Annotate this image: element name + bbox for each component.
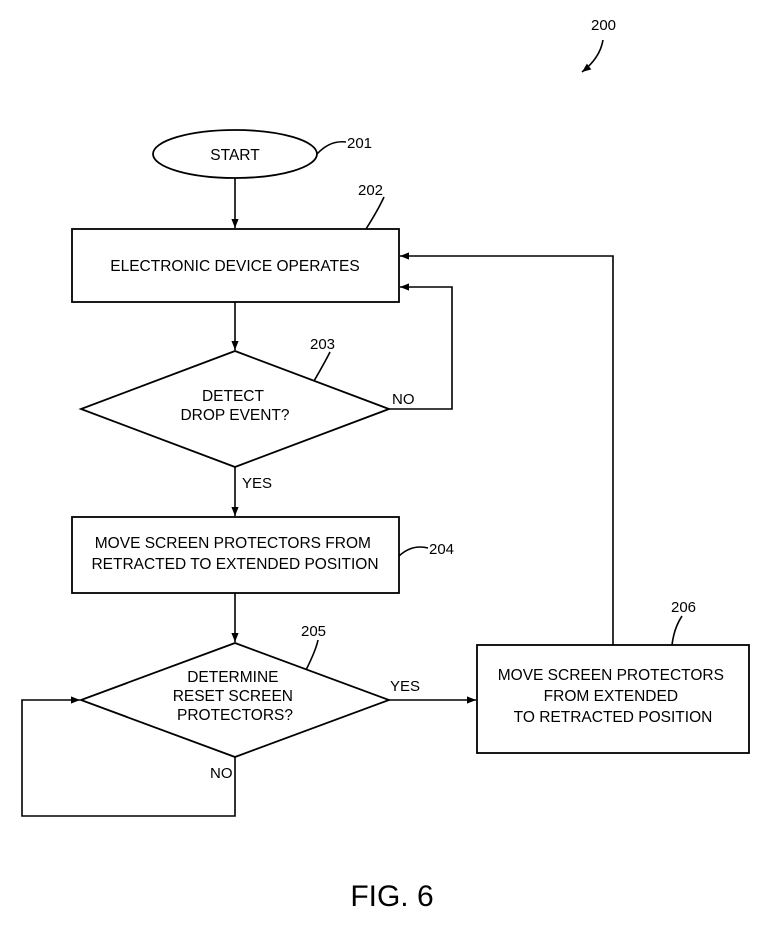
detect-ref-leader xyxy=(314,352,330,381)
start-ref-leader xyxy=(317,142,346,154)
extend-ref-leader xyxy=(399,547,428,556)
figure-ref-arrow xyxy=(582,40,603,72)
detect-no-label: NO xyxy=(392,391,415,408)
reset-no-label: NO xyxy=(210,765,233,782)
operate-ref: 202 xyxy=(358,182,383,199)
extend-ref: 204 xyxy=(429,541,454,558)
reset-ref: 205 xyxy=(301,623,326,640)
start-label: START xyxy=(210,147,260,164)
figure-caption: FIG. 6 xyxy=(350,880,433,913)
retract-ref: 206 xyxy=(671,599,696,616)
operate-label: ELECTRONIC DEVICE OPERATES xyxy=(110,258,359,275)
detect-ref: 203 xyxy=(310,336,335,353)
operate-ref-leader xyxy=(366,197,384,229)
reset-label: DETERMINE RESET SCREEN PROTECTORS? xyxy=(173,669,298,724)
start-ref: 201 xyxy=(347,135,372,152)
retract-ref-leader xyxy=(672,616,682,645)
detect-yes-label: YES xyxy=(242,475,272,492)
arrow-retract-to-operate xyxy=(400,256,613,645)
reset-ref-leader xyxy=(306,640,318,670)
figure-ref-label: 200 xyxy=(591,17,616,34)
extend-box xyxy=(72,517,399,593)
reset-yes-label: YES xyxy=(390,678,420,695)
